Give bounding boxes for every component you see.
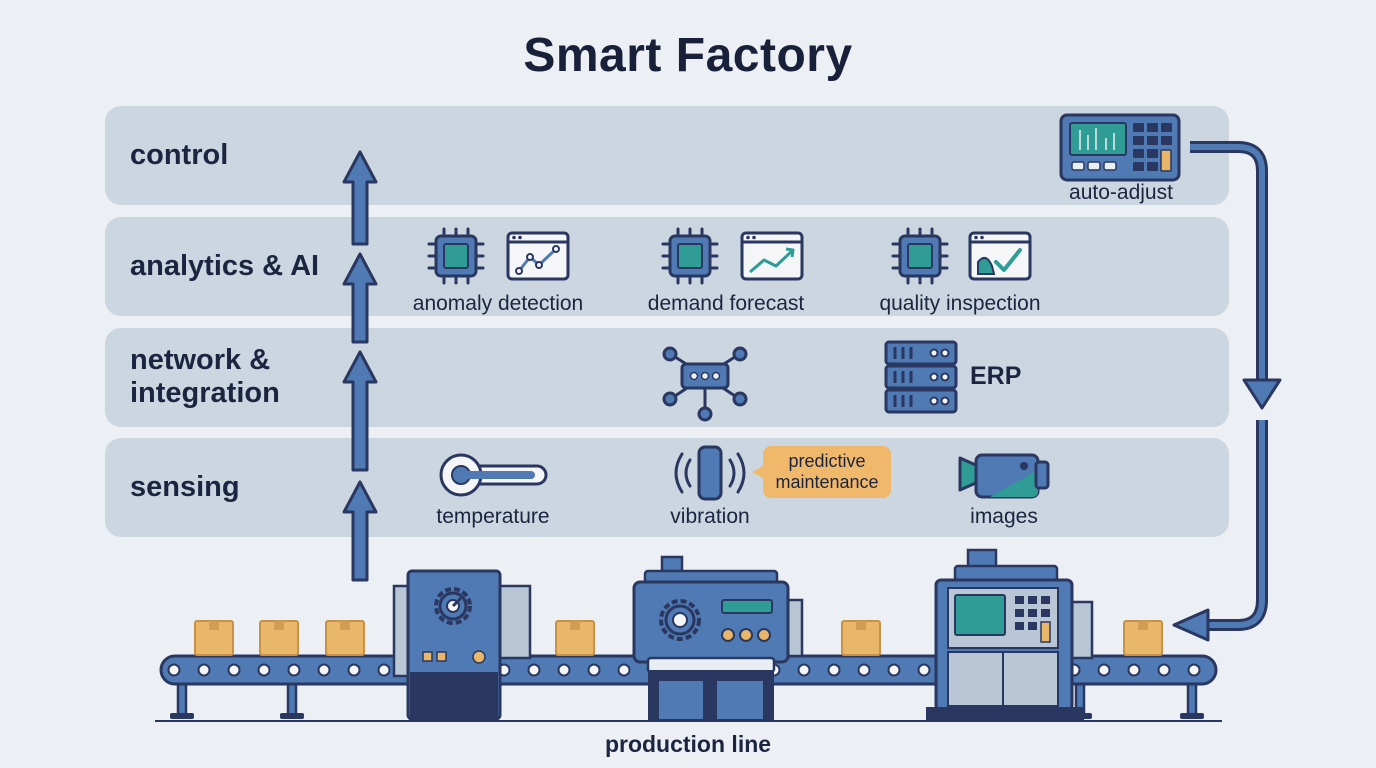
conveyor-roller (617, 663, 631, 677)
conveyor-roller (527, 663, 541, 677)
conveyor-roller (887, 663, 901, 677)
demand-forecast-icon (661, 227, 804, 285)
erp-server-icon (884, 340, 958, 414)
machine-3 (926, 548, 1094, 720)
production-line-label: production line (604, 731, 772, 757)
quality-inspection-label: quality inspection (879, 292, 1041, 315)
demand-forecast-label: demand forecast (647, 292, 805, 315)
predictive-maintenance-callout: predictive maintenance (763, 446, 891, 498)
auto-adjust-label: auto-adjust (1069, 181, 1173, 204)
vibration-sensor-icon (674, 445, 746, 501)
vibration-label: vibration (670, 505, 750, 528)
conveyor-roller (1127, 663, 1141, 677)
conveyor-roller (377, 663, 391, 677)
conveyor-roller (1157, 663, 1171, 677)
images-label: images (970, 505, 1038, 528)
camera-icon (958, 453, 1050, 499)
layer-label-analytics: analytics & AI (130, 250, 320, 282)
machine-1 (392, 569, 532, 721)
conveyor-roller (797, 663, 811, 677)
conveyor-roller (287, 663, 301, 677)
conveyor-roller (197, 663, 211, 677)
quality-inspection-icon (891, 227, 1032, 285)
conveyor-roller (917, 663, 931, 677)
page-title: Smart Factory (523, 29, 853, 82)
conveyor-roller (167, 663, 181, 677)
temperature-label: temperature (436, 505, 550, 528)
machine-2 (632, 555, 804, 721)
conveyor-roller (347, 663, 361, 677)
conveyor-roller (227, 663, 241, 677)
layer-label-sensing: sensing (130, 471, 240, 503)
network-hub-icon (662, 346, 748, 422)
thermometer-icon (439, 453, 548, 497)
conveyor-roller (827, 663, 841, 677)
network-layer-band (105, 328, 1229, 427)
conveyor-roller (587, 663, 601, 677)
conveyor-roller (1187, 663, 1201, 677)
layer-label-control: control (130, 139, 229, 171)
conveyor-roller (857, 663, 871, 677)
anomaly-detection-label: anomaly detection (412, 292, 584, 315)
conveyor-roller (317, 663, 331, 677)
feedback-arrow (1172, 141, 1282, 642)
upward-flow-arrows (342, 150, 378, 582)
conveyor-roller (557, 663, 571, 677)
conveyor-roller (257, 663, 271, 677)
control-panel-icon (1059, 113, 1181, 182)
control-layer-band (105, 106, 1229, 205)
anomaly-detection-icon (427, 227, 570, 285)
layer-label-network: network & integration (130, 344, 280, 409)
erp-label: ERP (970, 362, 1022, 390)
conveyor-roller (1097, 663, 1111, 677)
callout-pointer (752, 466, 763, 478)
